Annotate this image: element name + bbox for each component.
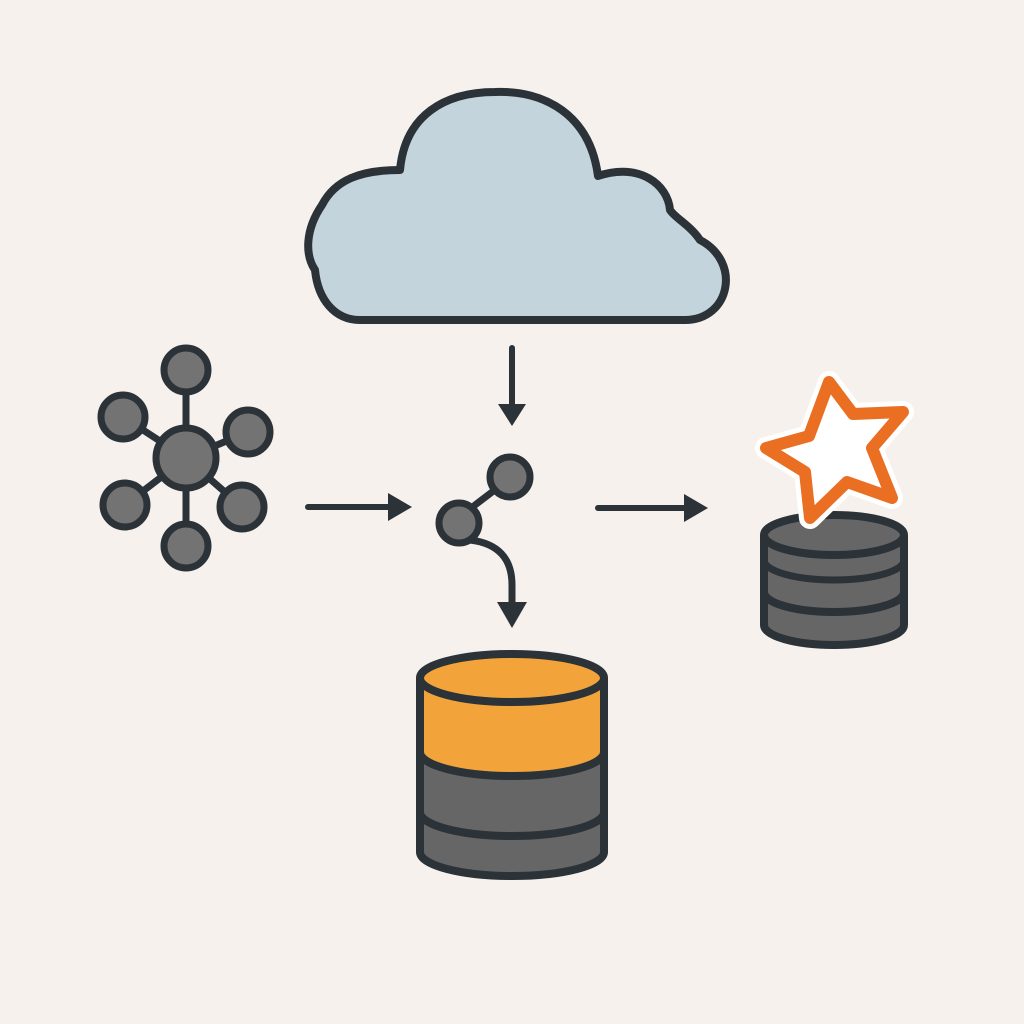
starred-database-icon (755, 371, 914, 649)
star-icon (755, 371, 914, 529)
arrow-processor-to-featured-store (595, 494, 708, 522)
branch-merge-icon (435, 453, 534, 628)
arrow-network-to-processor (305, 493, 412, 521)
cloud-icon (304, 87, 730, 324)
arrow-cloud-to-processor (498, 345, 526, 426)
database-icon (416, 650, 608, 880)
network-hub-icon (97, 344, 274, 572)
